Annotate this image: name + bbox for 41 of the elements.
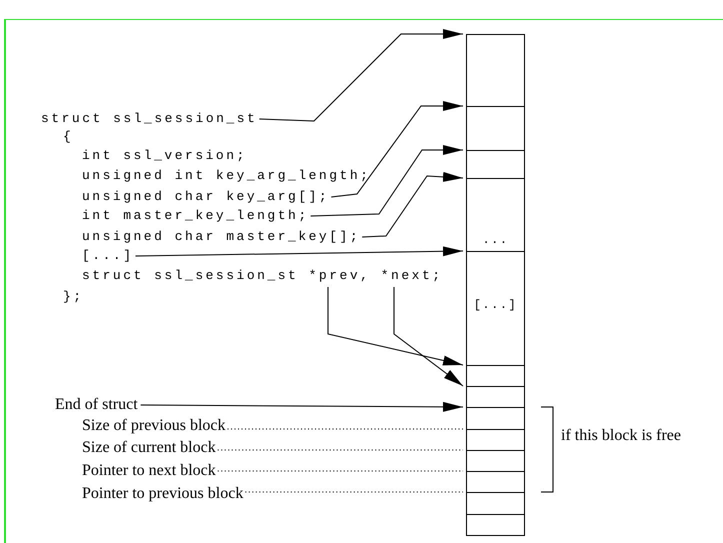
memory-cell [466, 492, 525, 515]
arrow [258, 29, 464, 122]
ellipsis-text: [...] [472, 298, 518, 312]
memory-cell [466, 365, 525, 387]
memory-cell [466, 407, 525, 430]
field-label: Pointer to next block [82, 462, 216, 480]
code-line: { [63, 128, 74, 146]
arrow [328, 286, 464, 366]
field-label: Pointer to previous block [82, 485, 244, 503]
memory-cell [466, 106, 525, 151]
arrow [135, 246, 464, 256]
arrow [394, 286, 464, 386]
code-line: [...] [82, 247, 134, 265]
code-line: struct ssl_session_st *prev, *next; [82, 267, 443, 285]
note-text: if this block is free [561, 427, 681, 445]
arrow [330, 101, 464, 198]
code-line: unsigned char master_key[]; [82, 228, 360, 246]
memory-cell [466, 514, 525, 536]
code-line: }; [63, 288, 84, 306]
memory-cell [466, 471, 525, 493]
leader-line [217, 470, 464, 472]
field-label: End of struct [55, 396, 138, 414]
ellipsis-text: ... [481, 233, 510, 247]
memory-cell [466, 429, 525, 451]
code-line: int master_key_length; [82, 207, 309, 225]
code-line: struct ssl_session_st [41, 110, 258, 128]
memory-cell [466, 34, 525, 107]
arrow [310, 145, 464, 216]
code-line: unsigned char key_arg[]; [82, 188, 330, 206]
code-line: int ssl_version; [82, 147, 247, 165]
field-label: Size of current block [82, 439, 216, 457]
arrow [362, 172, 464, 238]
leader-line [227, 428, 464, 430]
memory-cell [466, 150, 525, 179]
memory-cell [466, 178, 525, 252]
field-label: Size of previous block [82, 417, 226, 435]
code-line: unsigned int key_arg_length; [82, 167, 370, 185]
memory-cell [466, 450, 525, 472]
arrow [140, 402, 464, 412]
memory-cell [466, 251, 525, 366]
memory-cell [466, 386, 525, 408]
